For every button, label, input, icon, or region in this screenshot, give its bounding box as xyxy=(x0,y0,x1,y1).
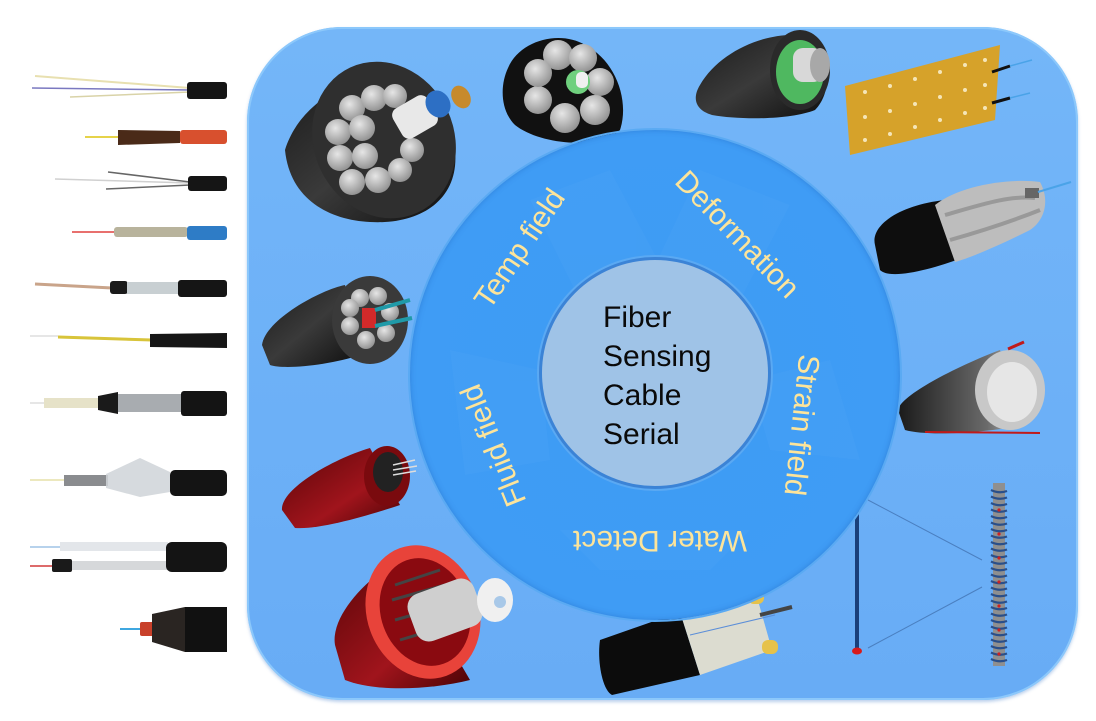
center-title: Fiber Sensing Cable Serial xyxy=(603,298,711,454)
coil-turn xyxy=(990,495,1008,500)
coil-turn xyxy=(990,547,1008,552)
center-title-line: Serial xyxy=(603,418,680,451)
sensor-point xyxy=(997,508,1001,512)
coil-turn xyxy=(990,521,1008,526)
render-multi-tube-cable xyxy=(262,276,413,367)
sensor-point xyxy=(997,556,1001,560)
render-twisted-strand-cable xyxy=(874,180,1072,275)
render-seven-strand-cable xyxy=(502,38,624,143)
coil-turn xyxy=(990,534,1008,539)
coil-turn xyxy=(990,612,1008,617)
render-spiral-wound-sensor xyxy=(852,483,1008,666)
render-red-sheath-cable xyxy=(281,446,418,529)
coil-turn xyxy=(990,560,1008,565)
cable-photo-steel-tube xyxy=(30,391,227,416)
coil-turn xyxy=(990,515,1008,520)
coil-turn xyxy=(990,632,1008,637)
center-circle xyxy=(542,260,768,486)
sensor-point xyxy=(997,580,1001,584)
render-stranded-steel-cable xyxy=(285,61,471,223)
left-cable-photos xyxy=(30,75,227,652)
cable-photo-spiral-armored xyxy=(30,458,227,497)
render-red-armored-cable xyxy=(334,545,513,689)
center-title-line: Cable xyxy=(603,379,682,412)
coil-turn xyxy=(990,528,1008,533)
coil-turn xyxy=(990,502,1008,507)
cable-photo-bare-fiber-bundle xyxy=(31,75,227,99)
coil-turn xyxy=(990,599,1008,604)
render-perforated-strip-sensor xyxy=(845,45,1033,155)
coil-turn xyxy=(990,541,1008,546)
ring-segment-shading xyxy=(450,170,860,570)
ring-label-water-detect: Water Detect xyxy=(573,524,747,557)
sensor-point xyxy=(997,628,1001,632)
render-green-core-cable xyxy=(695,30,830,119)
center-title-line: Fiber xyxy=(603,301,672,334)
coil-turn xyxy=(990,489,1008,494)
render-hollow-tube-cable xyxy=(898,340,1045,434)
coil-turn xyxy=(990,586,1008,591)
coil-turn xyxy=(990,638,1008,643)
center-title-line: Sensing xyxy=(603,340,712,373)
sensor-point xyxy=(997,604,1001,608)
sensor-point xyxy=(997,532,1001,536)
coil-turn xyxy=(990,645,1008,650)
coil-turn xyxy=(990,658,1008,663)
cable-photo-yellow-buffer xyxy=(30,333,227,348)
coil-turn xyxy=(990,573,1008,578)
sensor-point xyxy=(997,652,1001,656)
cable-photo-stranded-red-core xyxy=(120,607,227,652)
cable-photo-wire-armored xyxy=(54,171,227,191)
cable-photo-dual-tube xyxy=(30,542,227,572)
coil-turn xyxy=(990,619,1008,624)
coil-turn xyxy=(990,567,1008,572)
cable-photo-braided-blue xyxy=(72,226,227,240)
render-flat-drop-cable xyxy=(599,590,793,695)
cable-photo-tube xyxy=(34,280,227,297)
coil-turn xyxy=(990,593,1008,598)
coil-turn xyxy=(990,508,1008,513)
coil-turn xyxy=(990,606,1008,611)
cable-photo-braided-orange xyxy=(85,130,227,145)
